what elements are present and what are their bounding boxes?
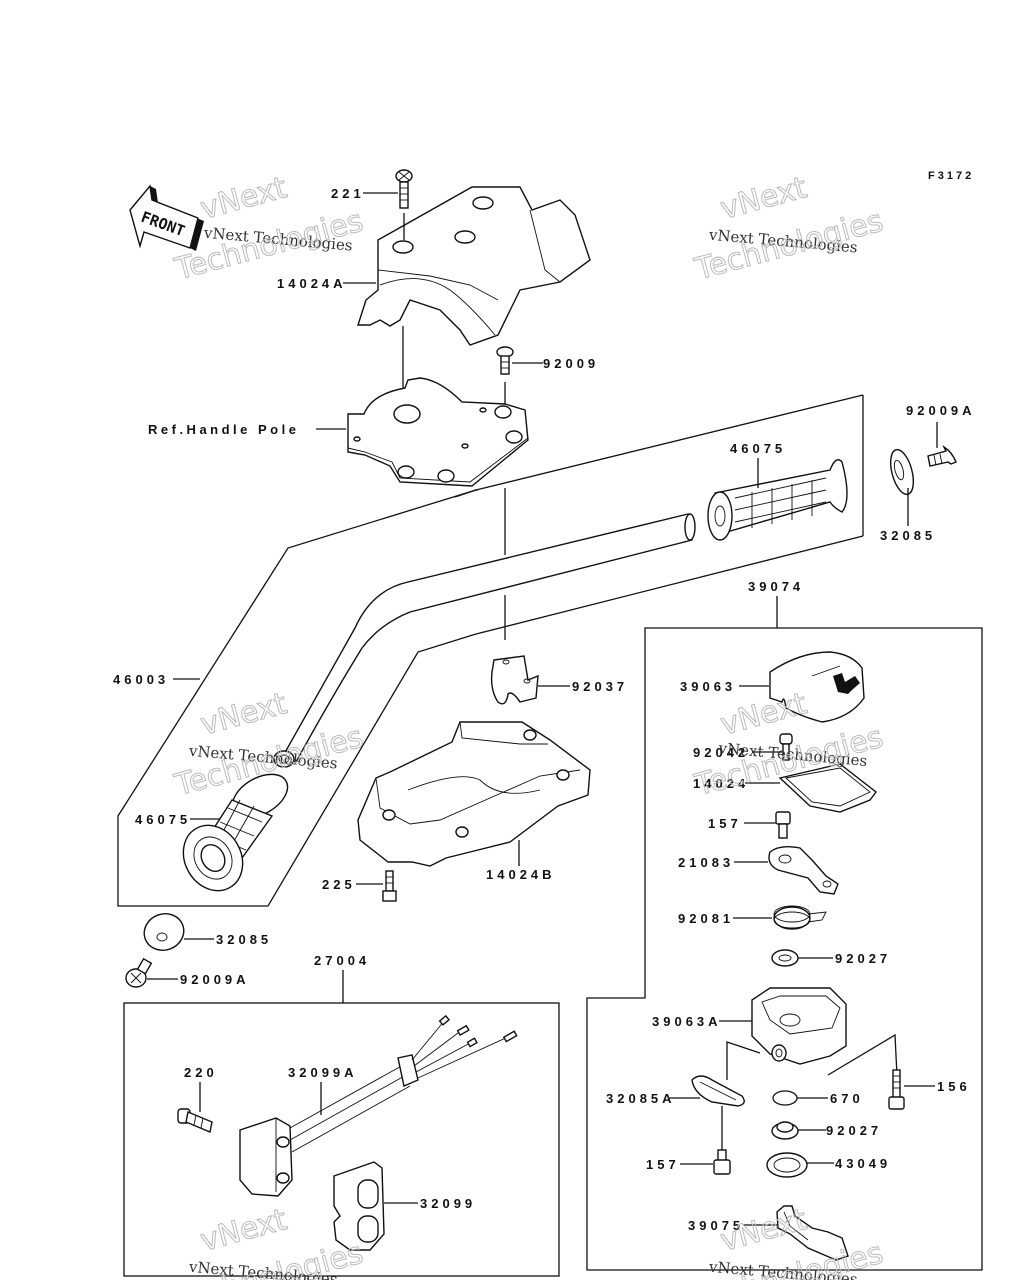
bolt-156-icon[interactable] — [888, 1069, 905, 1110]
label-14024B: 14024B — [486, 867, 556, 882]
label-221: 221 — [331, 186, 365, 201]
grip-left-46075[interactable] — [172, 765, 295, 901]
screw-92009-icon[interactable] — [496, 346, 514, 375]
case-cap-39063[interactable] — [769, 651, 865, 723]
svg-text:vNext: vNext — [717, 1202, 811, 1259]
label-32099A: 32099A — [288, 1065, 358, 1080]
washer-92027-top-icon[interactable] — [771, 949, 799, 967]
label-225: 225 — [322, 877, 356, 892]
label-27004: 27004 — [314, 953, 370, 968]
washer-32085-right-icon[interactable] — [886, 447, 917, 497]
upper-cover-14024A[interactable] — [357, 186, 591, 346]
clamp-92037[interactable] — [490, 655, 539, 705]
label-157-top: 157 — [708, 816, 742, 831]
label-92009: 92009 — [543, 356, 599, 371]
label-14024: 14024 — [693, 776, 749, 791]
label-46075-left: 46075 — [135, 812, 191, 827]
assembly-box-39074 — [586, 627, 983, 1271]
collar-92027-bottom-icon[interactable] — [771, 1121, 799, 1140]
label-32085A: 32085A — [606, 1091, 676, 1106]
svg-text:vNext: vNext — [717, 170, 811, 227]
screw-225-icon[interactable] — [382, 870, 397, 902]
spring-92081[interactable] — [773, 905, 827, 930]
switch-housing-32099A[interactable] — [239, 1014, 518, 1197]
label-46003: 46003 — [113, 672, 169, 687]
label-92027-top: 92027 — [835, 951, 891, 966]
grip-right-46075[interactable] — [707, 459, 848, 541]
svg-text:vNext: vNext — [197, 686, 291, 743]
label-32085-left: 32085 — [216, 932, 272, 947]
label-14024A: 14024A — [277, 276, 347, 291]
bolt-157-top-icon[interactable] — [775, 811, 791, 839]
screw-221-icon[interactable] — [395, 169, 413, 240]
lever-21083[interactable] — [768, 845, 839, 895]
handlebar-46003[interactable] — [273, 513, 696, 768]
washer-32085-left-icon[interactable] — [139, 908, 189, 956]
bolt-220-icon[interactable] — [177, 1108, 213, 1133]
screw-92009A-left-icon[interactable] — [125, 957, 153, 988]
plate-32085A[interactable] — [691, 1075, 745, 1107]
handlebar-group-46003 — [117, 394, 864, 907]
label-92042: 92042 — [693, 745, 749, 760]
switch-cover-32099[interactable] — [333, 1161, 385, 1251]
seal-43049-icon[interactable] — [766, 1152, 808, 1178]
label-ref-handle-pole: Ref.Handle Pole — [148, 422, 299, 437]
throttle-lever-39075[interactable] — [776, 1205, 849, 1261]
svg-text:vNext: vNext — [717, 686, 811, 743]
assembly-box-27004 — [123, 1002, 560, 1277]
bolt-157-bottom-icon[interactable] — [713, 1149, 731, 1175]
label-46075-right: 46075 — [730, 441, 786, 456]
label-92037: 92037 — [572, 679, 628, 694]
svg-text:vNext: vNext — [197, 170, 291, 227]
label-39063: 39063 — [680, 679, 736, 694]
label-92009A-left: 92009A — [180, 972, 250, 987]
label-32099: 32099 — [420, 1196, 476, 1211]
label-39074: 39074 — [748, 579, 804, 594]
label-670: 670 — [830, 1091, 864, 1106]
gasket-14024[interactable] — [778, 763, 877, 813]
svg-text:vNext: vNext — [197, 1202, 291, 1259]
lower-cover-14024B[interactable] — [357, 721, 591, 867]
label-92009A-right: 92009A — [906, 403, 976, 418]
screw-92009A-right-icon[interactable] — [927, 445, 957, 467]
label-92027-bottom: 92027 — [826, 1123, 882, 1138]
o-ring-670-icon[interactable] — [772, 1090, 798, 1106]
label-39075: 39075 — [688, 1218, 744, 1233]
throttle-case-39063A[interactable] — [751, 987, 847, 1065]
watermark-top-right: vNext vNext Technologies Technologies — [690, 170, 887, 288]
label-39063A: 39063A — [652, 1014, 722, 1029]
label-32085-right: 32085 — [880, 528, 936, 543]
label-21083: 21083 — [678, 855, 734, 870]
label-92081: 92081 — [678, 911, 734, 926]
label-156: 156 — [937, 1079, 971, 1094]
screw-92042-icon[interactable] — [779, 733, 793, 761]
label-220: 220 — [184, 1065, 218, 1080]
front-arrow-icon: FRONT — [129, 184, 204, 251]
figure-code: F3172 — [928, 170, 974, 182]
handle-pole-plate[interactable] — [347, 377, 529, 487]
label-43049: 43049 — [835, 1156, 891, 1171]
label-157-bottom: 157 — [646, 1157, 680, 1172]
